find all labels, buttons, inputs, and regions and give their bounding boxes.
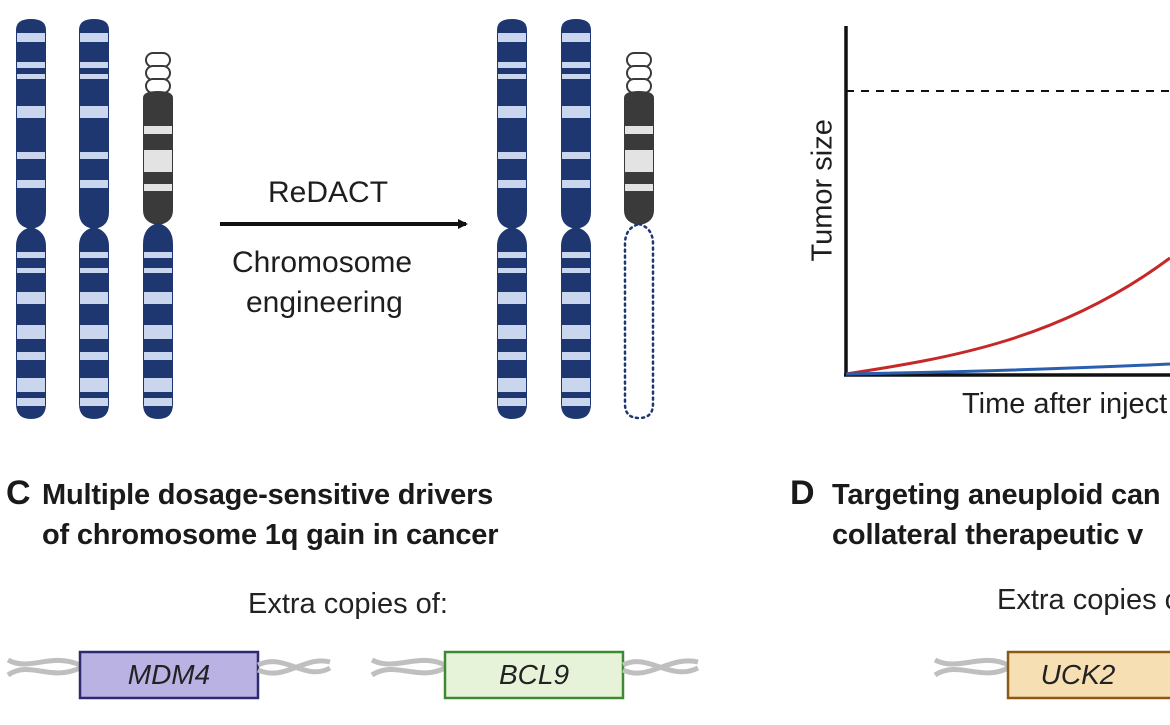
gene-box-bcl9 xyxy=(443,650,625,700)
chromosome-group-before xyxy=(16,18,173,420)
dna-helix-right-1 xyxy=(256,658,332,676)
panel-letter-d: D xyxy=(790,474,815,512)
chromosome-group-after xyxy=(497,18,655,420)
dna-helix-left-3 xyxy=(933,657,1010,678)
dna-helix-left-2 xyxy=(370,657,447,678)
chromosome-1q-copy-1-after xyxy=(497,18,527,420)
gene-box-mdm4 xyxy=(78,650,260,700)
gene-box-uck2 xyxy=(1006,650,1170,700)
chromosome-1q-copy-2 xyxy=(79,18,109,420)
arrow-label-engineering: engineering xyxy=(246,286,403,319)
panel-letter-c: C xyxy=(6,474,31,512)
gene-label-uck2: UCK2 xyxy=(1040,659,1116,690)
arrow-label-chromosome: Chromosome xyxy=(232,246,413,279)
dna-helix-left-1 xyxy=(6,657,82,678)
panel-c-title-line2: of chromosome 1q gain in cancer xyxy=(42,519,499,551)
panel-c-title-line1: Multiple dosage-sensitive drivers xyxy=(42,479,494,511)
red-growth-curve xyxy=(845,256,1170,376)
panel-c-subtitle: Extra copies of: xyxy=(248,588,448,620)
x-axis-label: Time after inject xyxy=(962,388,1168,420)
gene-label-bcl9: BCL9 xyxy=(498,659,570,690)
y-axis-label: Tumor size xyxy=(806,119,839,262)
chromosome-1q-deleted-copy xyxy=(623,52,655,420)
chromosome-1q-extra-copy xyxy=(143,52,173,420)
panel-d-title-line1: Targeting aneuploid can xyxy=(832,479,1161,511)
panel-d-title-line2: collateral therapeutic v xyxy=(832,519,1144,551)
panel-d-subtitle: Extra copies c xyxy=(997,584,1170,616)
dna-helix-right-2 xyxy=(621,658,700,676)
blue-growth-curve xyxy=(845,362,1170,376)
tumor-growth-plot xyxy=(844,26,1170,377)
chromosome-1q-copy-2-after xyxy=(561,18,591,420)
arrow-label-redact: ReDACT xyxy=(268,176,389,209)
chromosome-1q-copy-1 xyxy=(16,18,46,420)
gene-label-mdm4: MDM4 xyxy=(127,659,211,690)
